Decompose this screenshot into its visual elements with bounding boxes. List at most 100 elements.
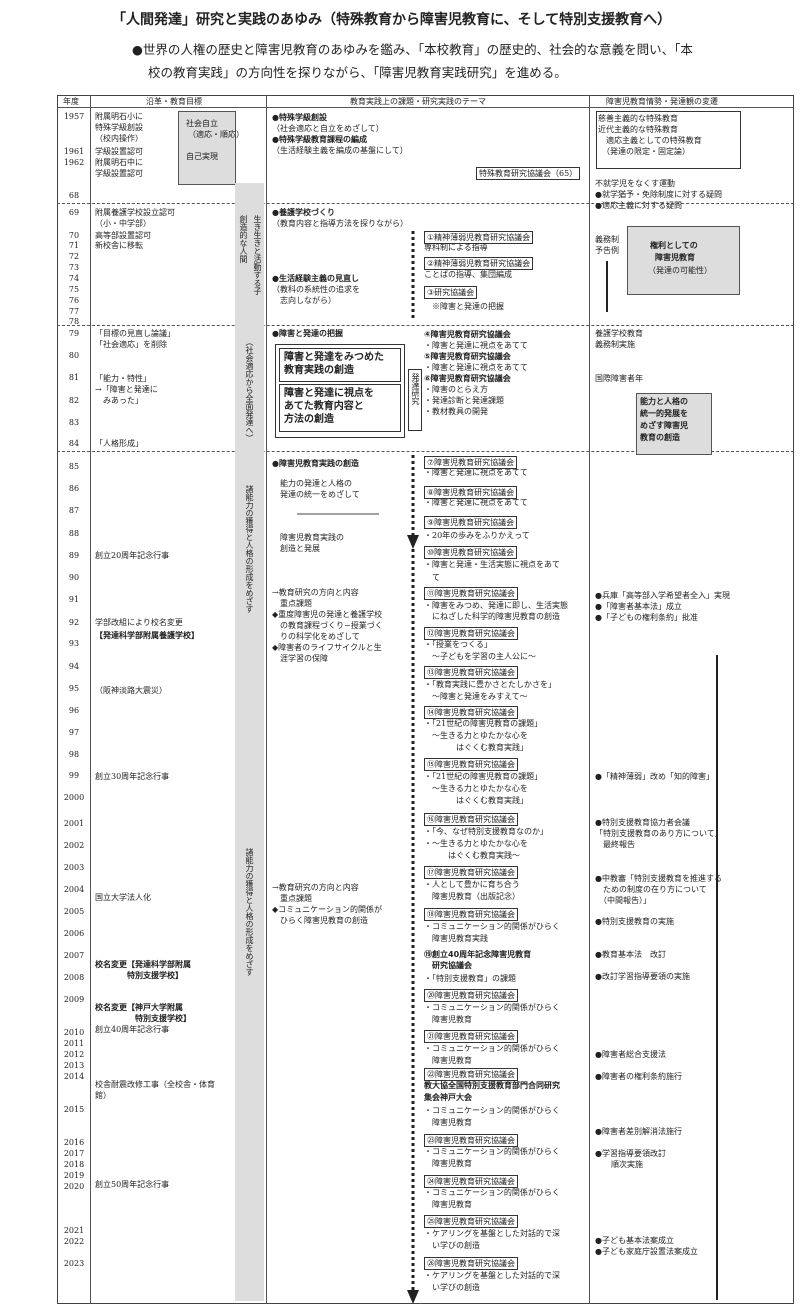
conference-entry: ・コミュニケーション的関係がひらく	[424, 1106, 560, 1115]
year-label: 1962	[63, 158, 85, 167]
history-entry: 学部改組により校名変更	[95, 618, 183, 627]
conference-entry: 障害児教育	[424, 1200, 472, 1209]
theme-entry: の教育課程づくり−授業づく	[272, 621, 383, 630]
conference-entry: ⑱障害児教育研究協議会	[424, 908, 518, 921]
intro-line-2: 校の教育実践」の方向性を探りながら、「障害児教育実践研究」を進める。	[148, 65, 567, 80]
year-label: 78	[68, 317, 80, 326]
year-label: 2005	[63, 907, 85, 916]
conference-entry: 障害児教育実践	[424, 934, 488, 943]
conference-entry: ・コミュニケーション的関係がひらく	[424, 1188, 560, 1197]
year-label: 2009	[63, 995, 85, 1004]
special-ed-conference: 特殊教育研究協議会（65）	[476, 167, 581, 180]
year-label: 84	[68, 439, 80, 448]
conference-entry: 〜子どもを学習の主人公に〜	[424, 652, 536, 661]
conference-entry: ※障害と発達の把握	[424, 302, 504, 311]
conference-entry: ・コミュニケーション的関係がひらく	[424, 1044, 560, 1053]
trend-gray-line: 統一的発展を	[640, 409, 688, 418]
trend-entry: 「特別支援教育のあり方について」	[595, 829, 723, 838]
history-entry: 特別支援学校】	[95, 1014, 191, 1023]
conference-entry: ⑮障害児教育研究協議会	[424, 758, 518, 771]
conference-entry: ・障害と発達に視点をあてて	[424, 468, 528, 477]
goal-label: 創造的な人間	[239, 215, 248, 263]
year-label: 2022	[63, 1237, 85, 1246]
history-entry: （小・中学部）	[95, 219, 151, 228]
year-label: 70	[68, 231, 80, 240]
conference-entry: 障害児教育	[424, 1159, 472, 1168]
conference-entry: ⑪障害児教育研究協議会	[424, 587, 518, 600]
year-label: 2015	[63, 1105, 85, 1114]
year-label: 76	[68, 296, 80, 305]
year-label: 2010	[63, 1028, 85, 1037]
trend-gray-line: 障害児教育	[655, 253, 695, 262]
year-label: 2018	[63, 1160, 85, 1169]
conference-entry: ・「今、なぜ特別支援教育なのか」	[424, 827, 548, 836]
conference-entry: ⑨障害児教育研究協議会	[424, 516, 518, 529]
conference-entry: ・コミュニケーション的関係がひらく	[424, 922, 560, 931]
col-divider-3	[589, 95, 590, 1304]
year-label: 85	[68, 462, 80, 471]
goal-label: （社会適応から全面発達へ）	[245, 338, 254, 442]
year-label: 96	[68, 706, 80, 715]
research-vertical-box	[408, 369, 422, 431]
theme-box-1	[279, 348, 401, 382]
conference-entry: 教大協全国特別支援教育部門合同研究	[424, 1081, 560, 1090]
year-label: 2001	[63, 819, 85, 828]
history-entry: 【発達科学部附属養護学校】	[95, 631, 199, 640]
conference-entry: 障害児教育	[424, 1056, 472, 1065]
conference-entry: い学びの創造	[424, 1241, 480, 1250]
history-entry: 学級設置認可	[95, 147, 143, 156]
year-label: 98	[68, 750, 80, 759]
history-entry: →「障害と発達に	[95, 385, 158, 394]
theme-box-2-line: 障害と発達に視点を	[284, 388, 374, 399]
theme-entry: ●障害と発達の把握	[272, 329, 343, 338]
trend-box-1	[596, 111, 741, 169]
conference-entry: 〜生きる力とゆたかな心を	[424, 784, 528, 793]
year-label: 2017	[63, 1149, 85, 1158]
theme-box-2-line: 方法の創造	[284, 414, 334, 425]
trend-box-line: 近代主義的な特殊教育	[598, 125, 678, 134]
history-entry: 附属明石中に	[95, 158, 143, 167]
era-divider-3	[57, 451, 794, 452]
year-label: 99	[68, 771, 80, 780]
conference-entry: ・「授業をつくる」	[424, 640, 492, 649]
conference-entry: ⑦障害児教育研究協議会	[424, 456, 518, 469]
conference-entry: ⑲創立40周年記念障害児教育	[424, 950, 532, 959]
conference-entry: 障害児教育	[424, 1118, 472, 1127]
conference-entry: 研究協議会	[424, 961, 472, 970]
conference-entry: ㉔障害児教育研究協議会	[424, 1175, 518, 1188]
year-label: 94	[68, 662, 80, 671]
conference-entry: 専科制による指導	[424, 243, 488, 252]
history-entry: 特殊学級創設	[95, 123, 143, 132]
header-history: 沿革・教育目標	[146, 97, 202, 106]
theme-entry: ◆コミュニケーション的関係が	[272, 905, 382, 914]
year-label: 2006	[63, 929, 85, 938]
conference-entry: ㉓障害児教育研究協議会	[424, 1134, 518, 1147]
year-label: 1957	[63, 112, 85, 121]
year-label: 95	[68, 684, 80, 693]
year-label: 74	[68, 274, 80, 283]
conference-entry: ・障害をみつめ、発達に即し、生活実態	[424, 601, 568, 610]
trend-entry: ●学習指導要領改訂	[595, 1149, 666, 1158]
conference-entry: 〜生きる力とゆたかな心を	[424, 731, 528, 740]
theme-box-outer	[275, 344, 405, 438]
header-trends: 障害児教育情勢・発達観の変遷	[606, 97, 718, 106]
conference-entry: はぐくむ教育実践」	[424, 796, 528, 805]
theme-entry: 志向しながら）	[272, 296, 336, 305]
history-entry: 「目標の見直し論議」	[95, 329, 175, 338]
theme-entry: ●生活経験主義の見直し	[272, 274, 359, 283]
year-label: 2014	[63, 1072, 85, 1081]
history-entry: みあった」	[95, 396, 143, 405]
page-title: 「人間発達」研究と実践のあゆみ（特殊教育から障害児教育に、そして特別支援教育へ）	[112, 12, 672, 28]
conference-entry: ⑯障害児教育研究協議会	[424, 813, 518, 826]
trend-entry: ●障害者の権利条約施行	[595, 1072, 682, 1081]
theme-entry: （教科の系統性の追求を	[272, 285, 360, 294]
goal-box	[178, 111, 236, 185]
history-entry: 創立40周年記念行事	[95, 1025, 170, 1034]
year-label: 97	[68, 728, 80, 737]
year-label: 88	[68, 529, 80, 538]
conference-entry: ③研究協議会	[424, 286, 478, 299]
trend-entry: 国際障害者年	[595, 374, 643, 383]
trend-entry: 義務制実施	[595, 340, 635, 349]
year-label: 77	[68, 307, 80, 316]
theme-entry: 重点課題	[272, 894, 312, 903]
